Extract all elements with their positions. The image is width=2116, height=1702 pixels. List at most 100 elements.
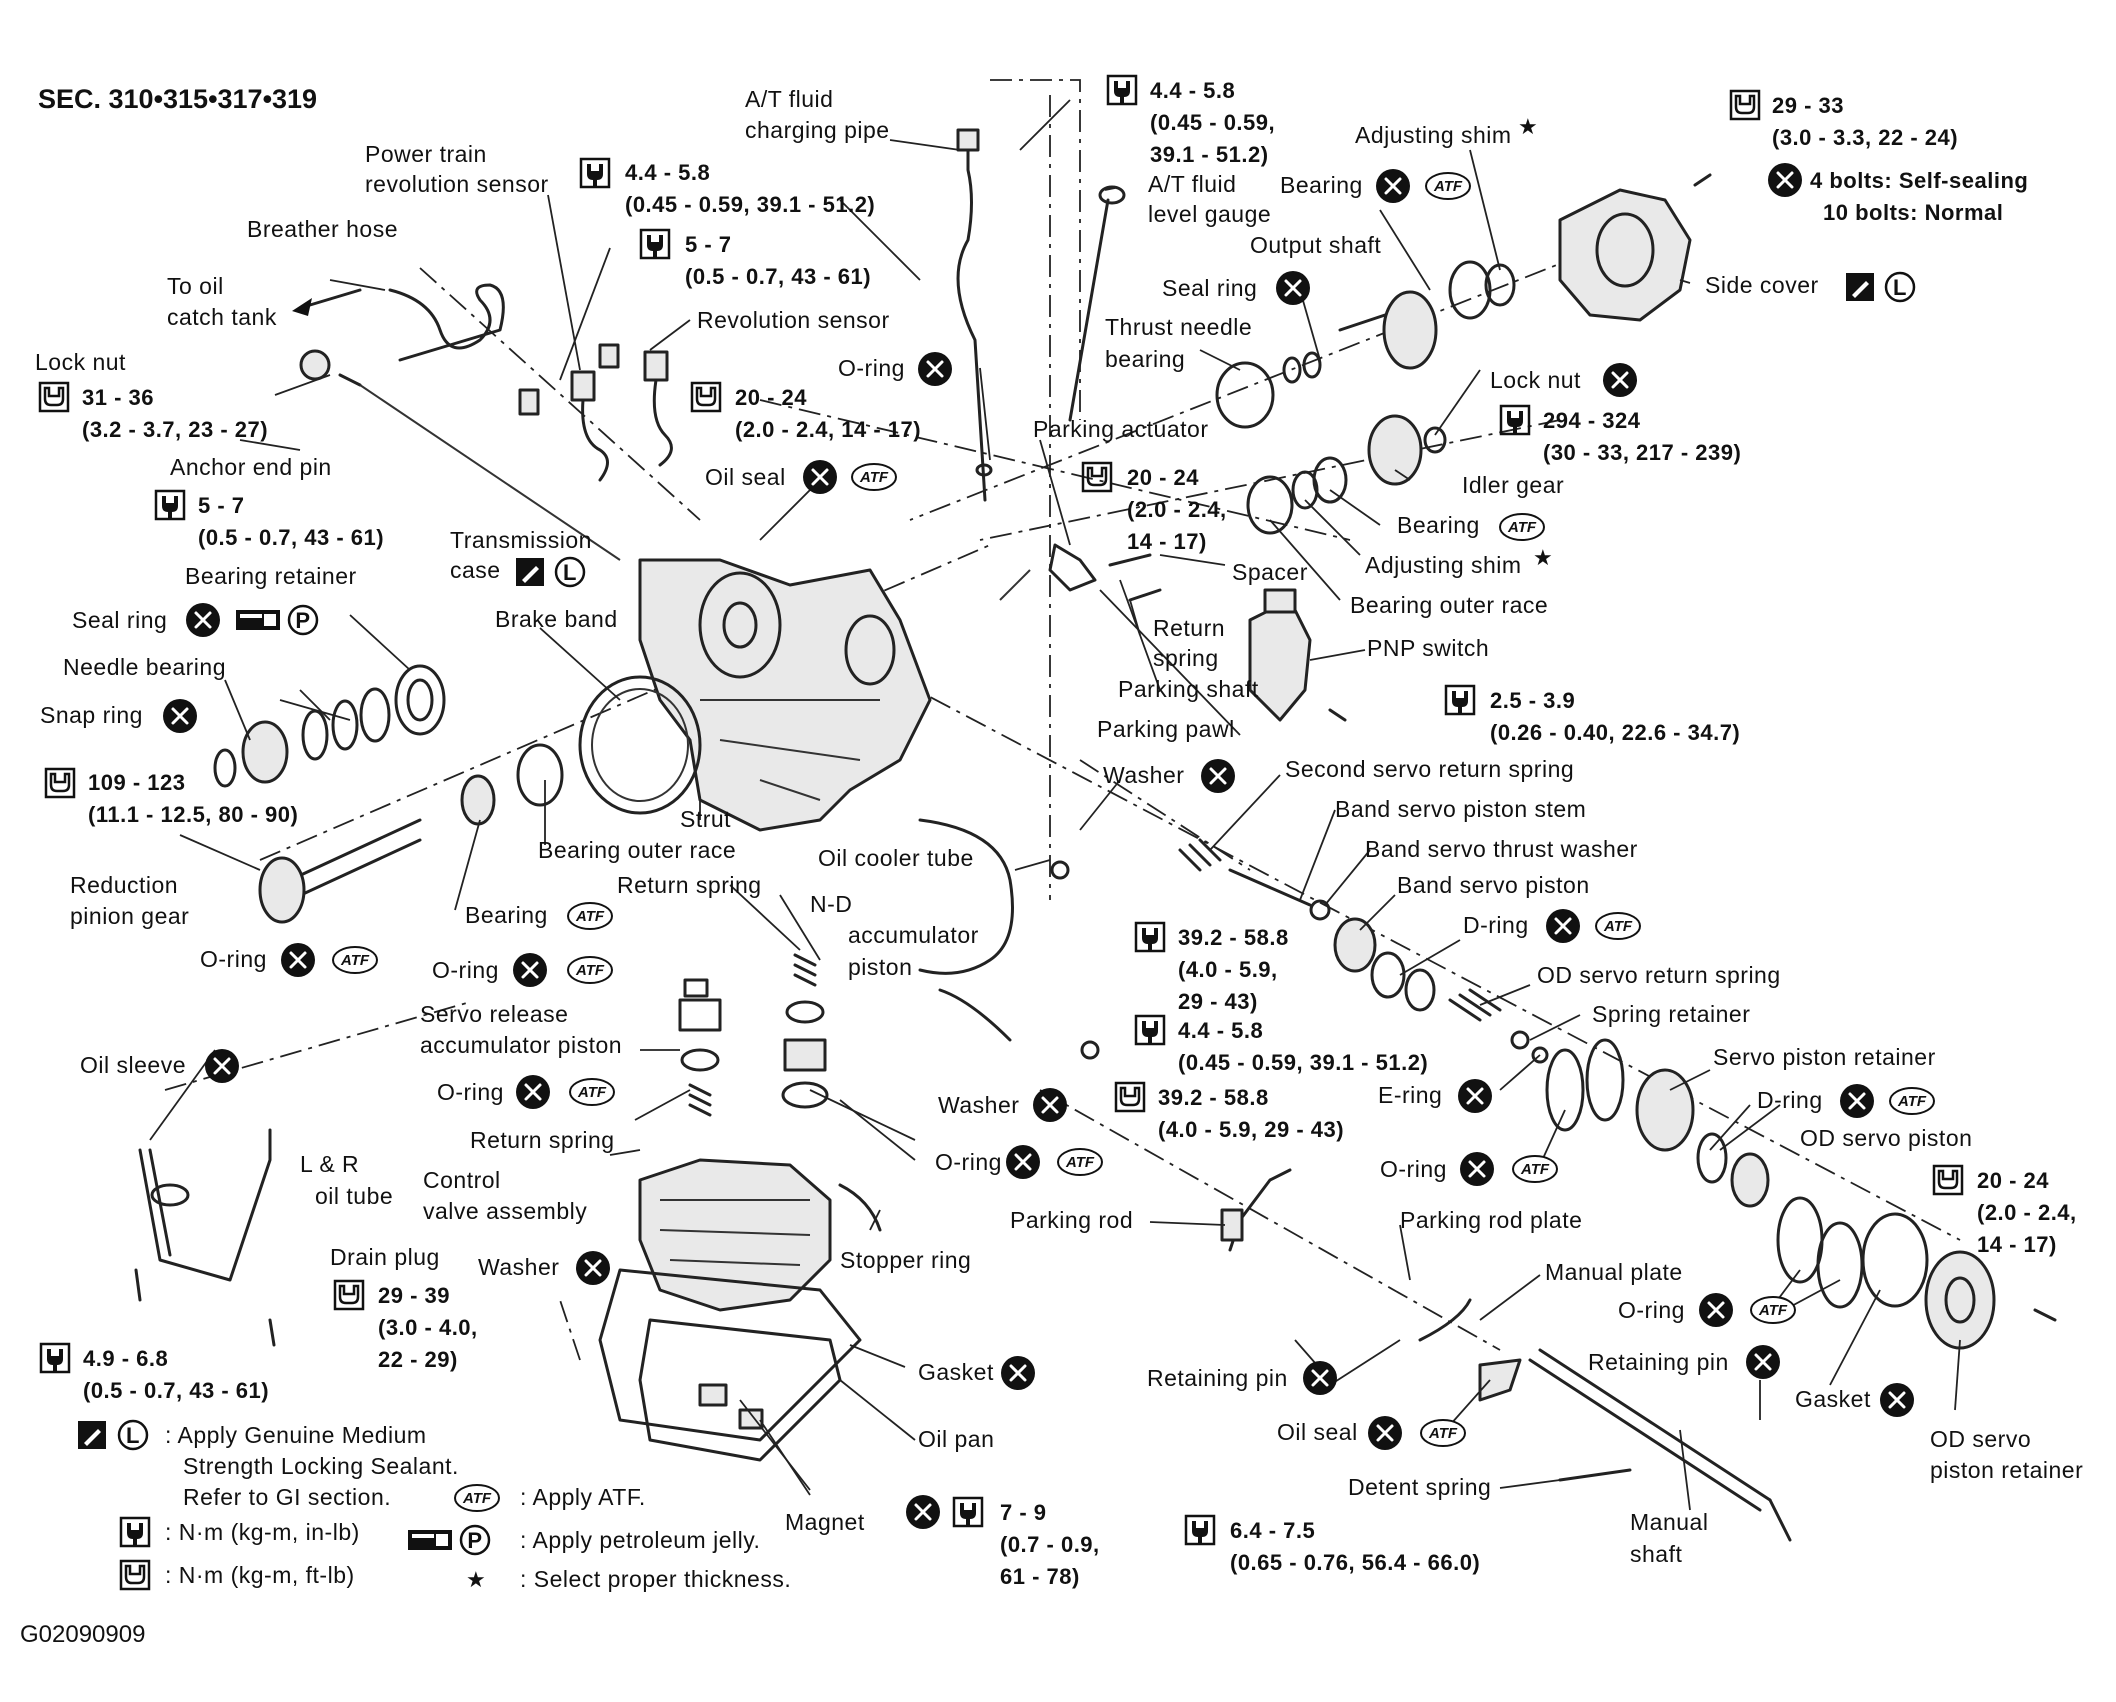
torque-pan-3: 61 - 78) xyxy=(1000,1564,1080,1589)
label-oil-seal-top: Oil seal xyxy=(705,464,786,490)
label-atf-gauge-2: level gauge xyxy=(1148,201,1271,227)
torque-pnp-2: (0.26 - 0.40, 22.6 - 34.7) xyxy=(1490,720,1740,745)
label-brake-band: Brake band xyxy=(495,606,618,632)
torque-detent-1: 6.4 - 7.5 xyxy=(1230,1518,1315,1543)
label-washer-mid: Washer xyxy=(1103,762,1184,788)
label-oil-cooler-tube: Oil cooler tube xyxy=(818,845,974,871)
torque-sensor-1: 5 - 7 xyxy=(685,232,732,257)
level-gauge xyxy=(1068,185,1126,422)
label-anchor-end-pin: Anchor end pin xyxy=(170,454,332,480)
idler-gear-part xyxy=(1246,414,1447,535)
label-atf-gauge-1: A/T fluid xyxy=(1148,171,1236,197)
label-nd-3: piston xyxy=(848,954,912,980)
label-snap-ring: Snap ring xyxy=(40,702,143,728)
brake-band-part xyxy=(578,675,702,815)
torque-sensor-2: (0.5 - 0.7, 43 - 61) xyxy=(685,264,871,289)
legend-select: : Select proper thickness. xyxy=(520,1566,791,1592)
parking-rod-part xyxy=(1220,1168,1292,1252)
arrowhead-icon xyxy=(292,298,312,316)
torque-idler-2: (30 - 33, 217 - 239) xyxy=(1543,440,1741,465)
label-output-shaft: Output shaft xyxy=(1250,232,1381,258)
label-breather-hose: Breather hose xyxy=(247,216,398,242)
torque-cooler2-1: 4.4 - 5.8 xyxy=(1178,1018,1263,1043)
torque-gauge-3: 39.1 - 51.2) xyxy=(1150,142,1269,167)
section-number: SEC. 310•315•317•319 xyxy=(38,84,317,114)
label-od-retainer-1: OD servo xyxy=(1930,1426,2031,1452)
pnp-switch-part xyxy=(1248,588,1347,722)
locking-letter: L xyxy=(563,560,577,585)
reduction-pinion-gear-part xyxy=(258,743,564,924)
label-bearing-idler: Bearing xyxy=(1397,512,1480,538)
label-spring-retainer: Spring retainer xyxy=(1592,1001,1750,1027)
label-parking-rod-plate: Parking rod plate xyxy=(1400,1207,1582,1233)
label-oil-sleeve: Oil sleeve xyxy=(80,1052,186,1078)
label-nd-1: N-D xyxy=(810,891,852,917)
note-normal-bolts: 10 bolts: Normal xyxy=(1823,200,2003,225)
atf-badge-text: ATF xyxy=(859,469,889,486)
torque-anchor-1: 5 - 7 xyxy=(198,493,245,518)
lr-oil-tube-part xyxy=(134,1128,276,1347)
torque-cooler2-2: (0.45 - 0.59, 39.1 - 51.2) xyxy=(1178,1050,1428,1075)
legend-nm-ft: : N·m (kg-m, ft-lb) xyxy=(165,1562,355,1588)
torque-detent-2: (0.65 - 0.76, 56.4 - 66.0) xyxy=(1230,1550,1480,1575)
label-bearing-outer-race-left: Bearing outer race xyxy=(538,837,736,863)
torque-idler-1: 294 - 324 xyxy=(1543,408,1641,433)
label-revolution-sensor: Revolution sensor xyxy=(697,307,890,333)
oil-pan-part xyxy=(598,1268,862,1462)
atf-badge-text: ATF xyxy=(575,962,605,979)
label-thrust-2: bearing xyxy=(1105,346,1185,372)
label-parking-pawl: Parking pawl xyxy=(1097,716,1235,742)
leader-lines xyxy=(149,99,1961,1511)
torque-cooler1-1: 39.2 - 58.8 xyxy=(1178,925,1289,950)
figure-code: G02090909 xyxy=(20,1621,145,1648)
atf-badge-text: ATF xyxy=(1433,178,1463,195)
petroleum-letter: P xyxy=(295,608,310,633)
oil-cooler-tube-part xyxy=(918,818,1100,1060)
label-reduction-2: pinion gear xyxy=(70,903,189,929)
torque-gauge-2: (0.45 - 0.59, xyxy=(1150,110,1275,135)
label-transmission-case-2: case xyxy=(450,557,501,583)
label-thrust-1: Thrust needle xyxy=(1105,314,1252,340)
atf-badge-text: ATF xyxy=(1065,1154,1095,1171)
anchor-end-pin xyxy=(299,349,621,561)
legend-sealant-2: Strength Locking Sealant. xyxy=(183,1453,459,1479)
label-control-valve-1: Control xyxy=(423,1167,501,1193)
label-detent-spring: Detent spring xyxy=(1348,1474,1491,1500)
label-d-ring-2: D-ring xyxy=(1757,1087,1823,1113)
label-manual-2: shaft xyxy=(1630,1541,1682,1567)
label-magnet: Magnet xyxy=(785,1509,865,1535)
label-manual-1: Manual xyxy=(1630,1509,1708,1535)
torque-cooler1-3: 29 - 43) xyxy=(1178,989,1258,1014)
torque-retainer-2: (11.1 - 12.5, 80 - 90) xyxy=(88,802,298,827)
torque-pan-1: 7 - 9 xyxy=(1000,1500,1047,1525)
label-spacer: Spacer xyxy=(1232,559,1308,585)
atf-badge-text: ATF xyxy=(1428,1425,1458,1442)
manual-shaft-part xyxy=(1418,1298,1792,1542)
torque-rev-2: (2.0 - 2.4, 14 - 17) xyxy=(735,417,921,442)
label-band-servo-stem: Band servo piston stem xyxy=(1335,796,1586,822)
legend-petroleum: : Apply petroleum jelly. xyxy=(520,1527,760,1553)
label-power-train-1: Power train xyxy=(365,141,487,167)
label-bearing-outer-race-right: Bearing outer race xyxy=(1350,592,1548,618)
label-washer-drain: Washer xyxy=(478,1254,559,1280)
label-power-train-2: revolution sensor xyxy=(365,171,549,197)
torque-pipe-1: 4.4 - 5.8 xyxy=(625,160,710,185)
atf-badge-text: ATF xyxy=(1603,918,1633,935)
petroleum-letter-circle xyxy=(287,604,319,636)
transmission-case xyxy=(638,558,932,832)
label-servo-piston-retainer: Servo piston retainer xyxy=(1713,1044,1936,1070)
torque-cooler1-2: (4.0 - 5.9, xyxy=(1178,957,1278,982)
label-servo-release-1: Servo release xyxy=(420,1001,568,1027)
label-gasket-pan: Gasket xyxy=(918,1359,994,1385)
atf-badge-text: ATF xyxy=(340,952,370,969)
label-manual-plate: Manual plate xyxy=(1545,1259,1683,1285)
legend-locking-letter: L xyxy=(126,1423,140,1448)
label-seal-ring-left: Seal ring xyxy=(72,607,167,633)
label-second-servo-spring: Second servo return spring xyxy=(1285,756,1574,782)
accumulator-pistons xyxy=(678,953,829,1117)
label-to-oil: To oil xyxy=(167,273,224,299)
torque-side-2: (3.0 - 3.3, 22 - 24) xyxy=(1772,125,1958,150)
charging-pipe xyxy=(956,128,993,502)
legend-sealant-3: Refer to GI section. xyxy=(183,1484,391,1510)
